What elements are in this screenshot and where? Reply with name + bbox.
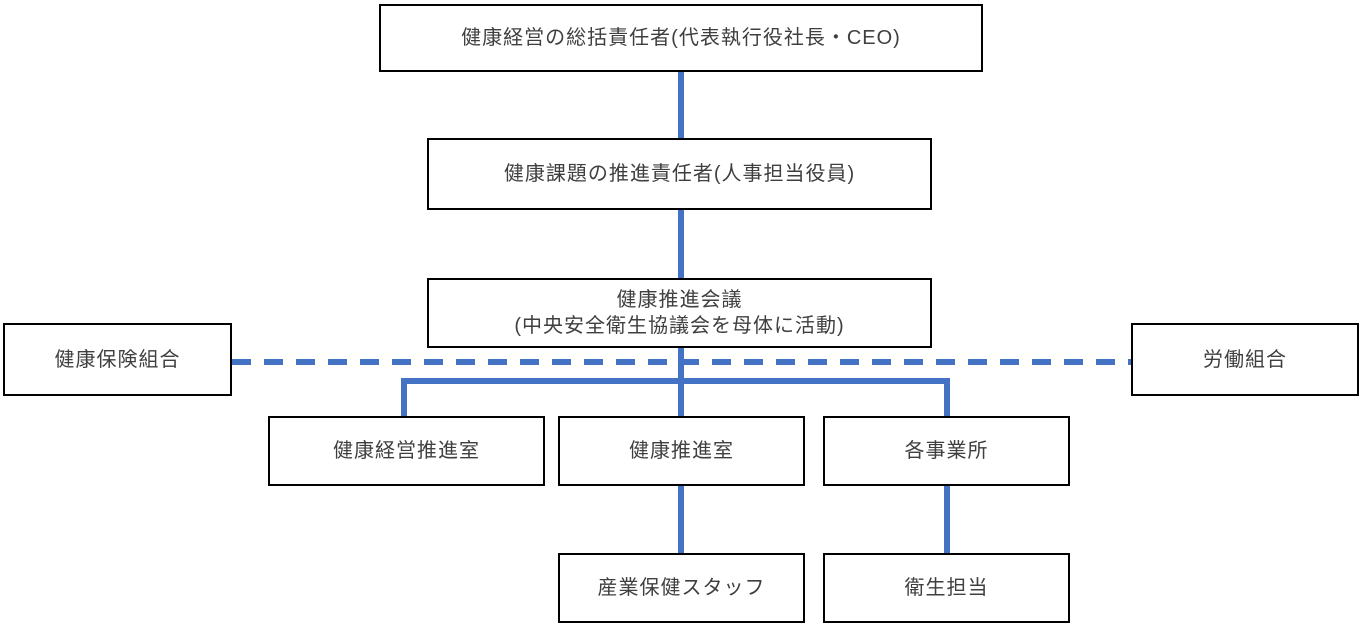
node-hr-executive-label: 健康課題の推進責任者(人事担当役員) — [503, 163, 856, 185]
node-labor-union-label: 労働組合 — [1203, 348, 1287, 371]
node-health-promotion-council: 健康推進会議 (中央安全衛生協議会を母体に活動) — [427, 278, 932, 348]
node-hr-executive: 健康課題の推進責任者(人事担当役員) — [427, 138, 932, 210]
node-health-mgmt-promotion-office: 健康経営推進室 — [268, 416, 545, 486]
node-ceo: 健康経営の総括責任者(代表執行役社長・CEO) — [379, 4, 983, 72]
connector-branch-to-sites — [944, 378, 950, 416]
node-labor-union: 労働組合 — [1131, 323, 1359, 396]
connector-hr-to-council — [678, 210, 684, 278]
connector-sites-to-hygiene — [944, 486, 950, 553]
node-health-promotion-council-title: 健康推進会議 — [616, 289, 743, 311]
node-hygiene-staff: 衛生担当 — [823, 553, 1070, 623]
node-health-promotion-office-label: 健康推進室 — [629, 440, 734, 462]
node-health-mgmt-promotion-office-label: 健康経営推進室 — [333, 440, 480, 462]
node-health-insurance-association: 健康保険組合 — [3, 323, 232, 396]
connector-branch-horizontal — [401, 378, 950, 384]
node-business-sites: 各事業所 — [823, 416, 1070, 486]
connector-branch-to-mgmt-office — [401, 378, 407, 416]
node-health-promotion-council-subtitle: (中央安全衛生協議会を母体に活動) — [514, 315, 845, 337]
node-hygiene-staff-label: 衛生担当 — [904, 577, 989, 599]
node-health-promotion-office: 健康推進室 — [558, 416, 805, 486]
node-occupational-health-staff-label: 産業保健スタッフ — [597, 577, 766, 599]
node-occupational-health-staff: 産業保健スタッフ — [558, 553, 805, 623]
node-ceo-label: 健康経営の総括責任者(代表執行役社長・CEO) — [461, 27, 901, 49]
connector-ceo-to-hr — [678, 72, 684, 138]
node-business-sites-label: 各事業所 — [904, 440, 989, 462]
connector-promo-to-occ-staff — [678, 486, 684, 553]
node-health-insurance-association-label: 健康保険組合 — [54, 348, 181, 371]
